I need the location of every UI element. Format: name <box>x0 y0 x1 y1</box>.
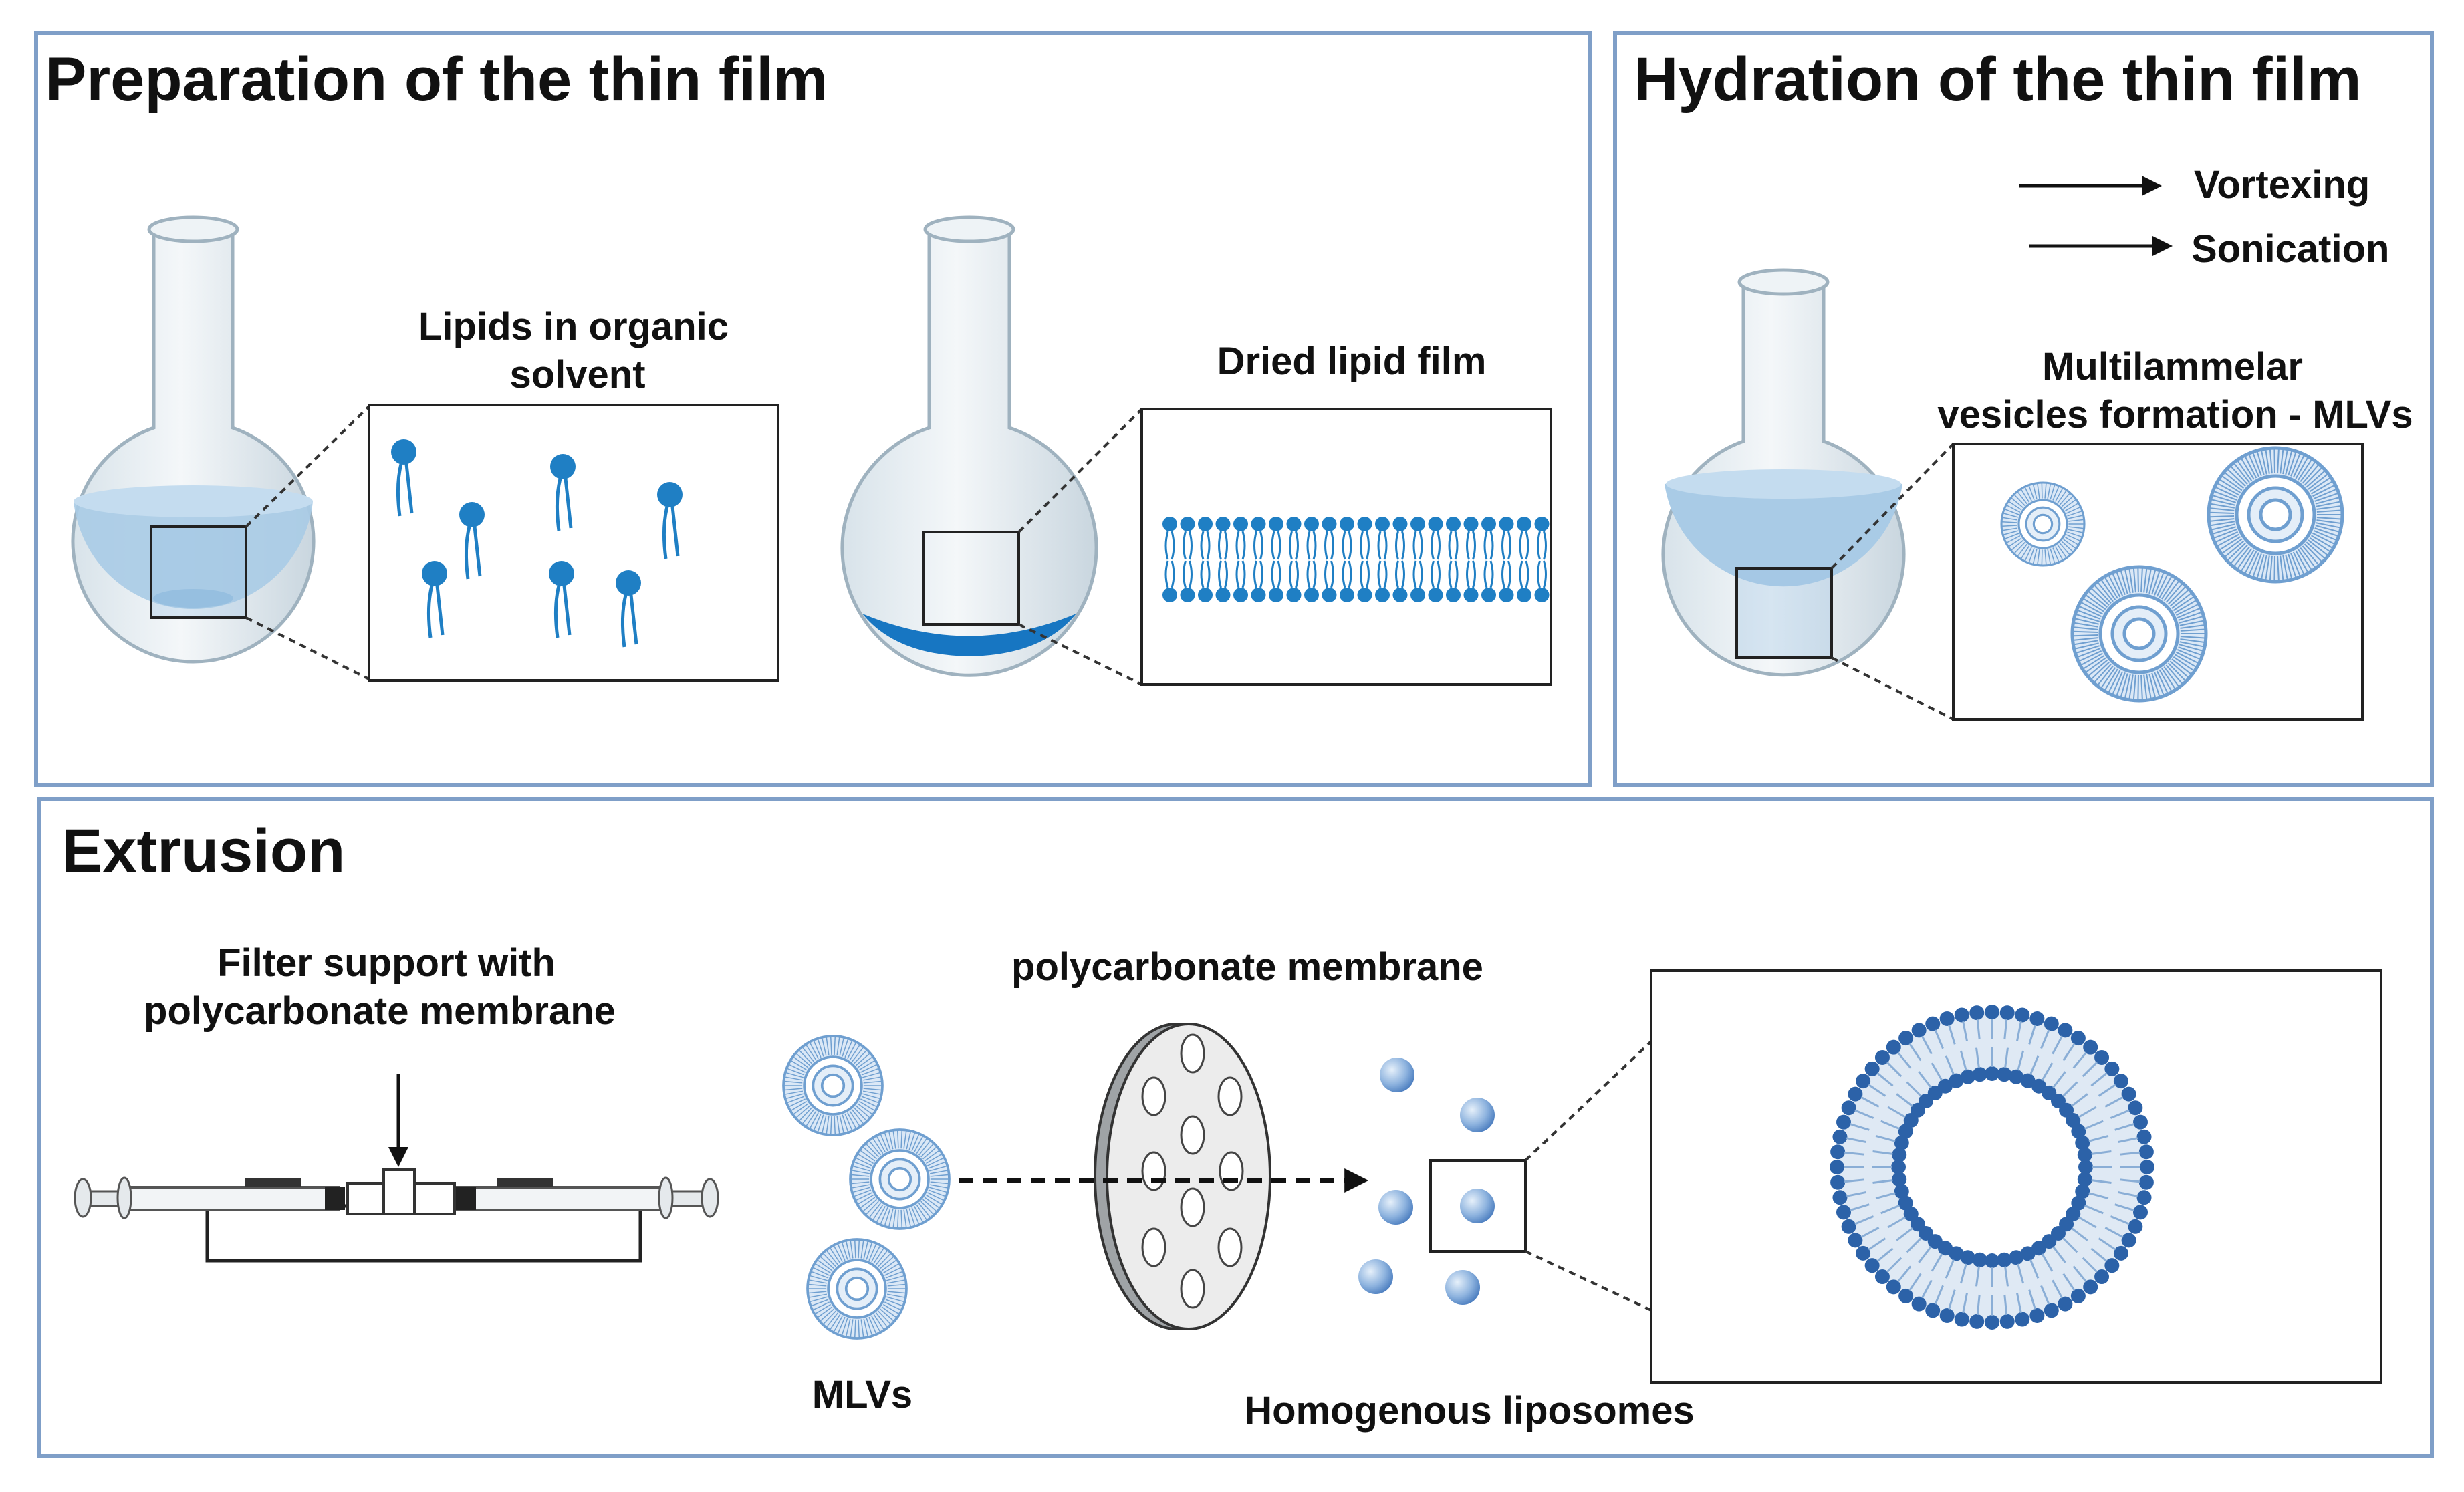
flask-2-icon <box>840 215 1098 677</box>
mlvs-label: MLVs <box>812 1373 912 1416</box>
extrusion-title: Extrusion <box>61 817 345 885</box>
filter-label-line1: Filter support with <box>217 941 556 985</box>
liposome-icon <box>1830 1005 2154 1330</box>
extrusion-mlvs-group <box>782 1035 951 1340</box>
flask-1-icon <box>71 215 316 664</box>
sonication-label: Sonication <box>2191 227 2389 271</box>
homogenous-liposomes-group <box>1358 1058 1495 1305</box>
liposome-bead-icon <box>1380 1058 1414 1092</box>
extrusion-mlv-icon <box>782 1035 884 1136</box>
lipid-molecule-icon <box>459 502 485 580</box>
lipids-label-line2: solvent <box>509 353 645 396</box>
lipid-molecule-icon <box>391 439 416 517</box>
prep-panel-border <box>34 31 1592 787</box>
lipid-molecule-icon <box>657 482 683 560</box>
extrusion-mlv-icon <box>806 1238 908 1340</box>
lipids-label-line1: Lipids in organic <box>418 305 729 348</box>
liposome-bead-icon <box>1358 1259 1393 1294</box>
liposome-bead-icon <box>1460 1098 1495 1132</box>
mlv-large-vesicle-icon <box>2207 446 2344 584</box>
membrane-disc-icon <box>1094 1023 1271 1330</box>
flask-3-icon <box>1661 268 1906 677</box>
mlv-label-line1: Multilammelar <box>2042 345 2303 388</box>
vortexing-label: Vortexing <box>2194 163 2370 207</box>
dried-film-zoom-box <box>1140 408 1552 686</box>
liposome-bead-icon <box>1378 1190 1413 1225</box>
membrane-label: polycarbonate membrane <box>1011 945 1483 989</box>
liposome-bead-icon <box>1445 1270 1480 1305</box>
hydration-panel-border <box>1613 31 2434 787</box>
free-lipids-group <box>391 439 683 648</box>
prep-title: Preparation of the thin film <box>45 45 828 114</box>
lipid-molecule-icon <box>422 561 447 638</box>
zoom-square-2 <box>922 531 1020 626</box>
zoom-square-4 <box>1429 1159 1527 1253</box>
hydration-title: Hydration of the thin film <box>1634 45 2362 114</box>
lipid-bilayer-icon <box>1162 517 1550 602</box>
mlv-vesicles-group <box>2000 446 2344 703</box>
liposomes-label: Homogenous liposomes <box>1244 1389 1695 1433</box>
zoom-square-1 <box>150 525 247 619</box>
syringe-extruder-icon <box>74 1168 719 1263</box>
extrusion-panel-border <box>37 797 2434 1458</box>
mlv-label-line2: vesicles formation - MLVs <box>1937 393 2413 437</box>
mlv-small-vesicle-icon <box>2000 481 2086 567</box>
lipid-molecule-icon <box>549 561 574 638</box>
lipid-molecule-icon <box>616 570 641 648</box>
zoom-square-3 <box>1735 567 1833 659</box>
extrusion-mlv-icon <box>849 1128 951 1230</box>
mlv-medium-vesicle-icon <box>2070 565 2208 703</box>
lipids-zoom-box <box>368 404 779 682</box>
lipid-molecule-icon <box>550 454 576 531</box>
filter-label-line2: polycarbonate membrane <box>144 989 616 1033</box>
liposome-bead-icon <box>1460 1189 1495 1223</box>
dried-film-label: Dried lipid film <box>1217 340 1487 383</box>
